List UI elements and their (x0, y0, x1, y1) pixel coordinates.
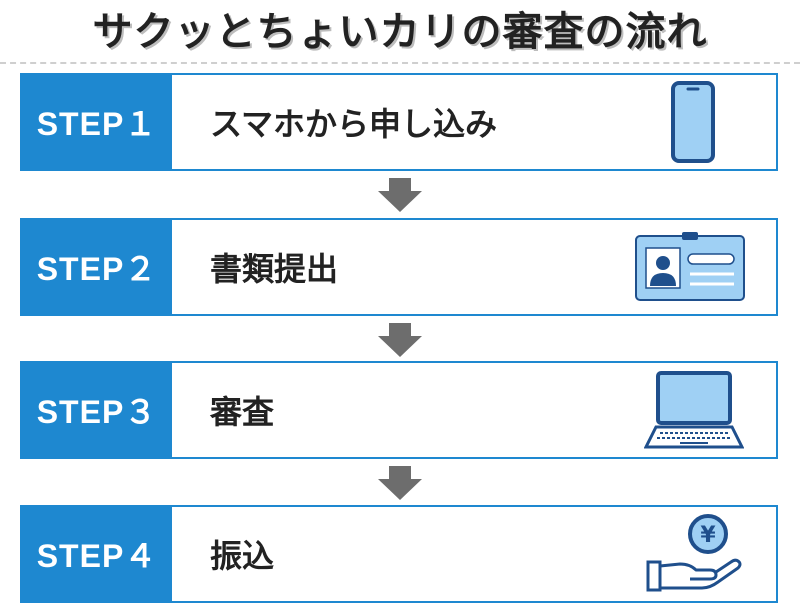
step-3-label: STEP３ (22, 363, 172, 457)
yen-symbol: ¥ (700, 523, 716, 548)
step-2-label: STEP２ (22, 220, 172, 314)
title-divider (0, 62, 800, 64)
smartphone-icon (670, 75, 716, 169)
page-title: サクッとちょいカリの審査の流れ (92, 9, 708, 55)
step-1-text: スマホから申し込み (210, 105, 498, 143)
step-4-label: STEP４ (22, 507, 172, 601)
step-1-box: STEP１ スマホから申し込み (20, 73, 778, 171)
down-arrow-3 (378, 466, 422, 500)
step-4-box: STEP４ 振込 ¥ (20, 505, 778, 603)
step-3-box: STEP３ 審査 (20, 361, 778, 459)
laptop-icon (644, 363, 744, 457)
step-3-text: 審査 (210, 393, 275, 431)
yen-hand-icon: ¥ (644, 507, 744, 601)
down-arrow-2 (378, 323, 422, 357)
id-card-icon (634, 220, 746, 314)
down-arrow-1 (378, 178, 422, 212)
step-1-label: STEP１ (22, 75, 172, 169)
step-4-text: 振込 (210, 537, 275, 575)
step-2-box: STEP２ 書類提出 (20, 218, 778, 316)
step-2-text: 書類提出 (210, 250, 339, 288)
